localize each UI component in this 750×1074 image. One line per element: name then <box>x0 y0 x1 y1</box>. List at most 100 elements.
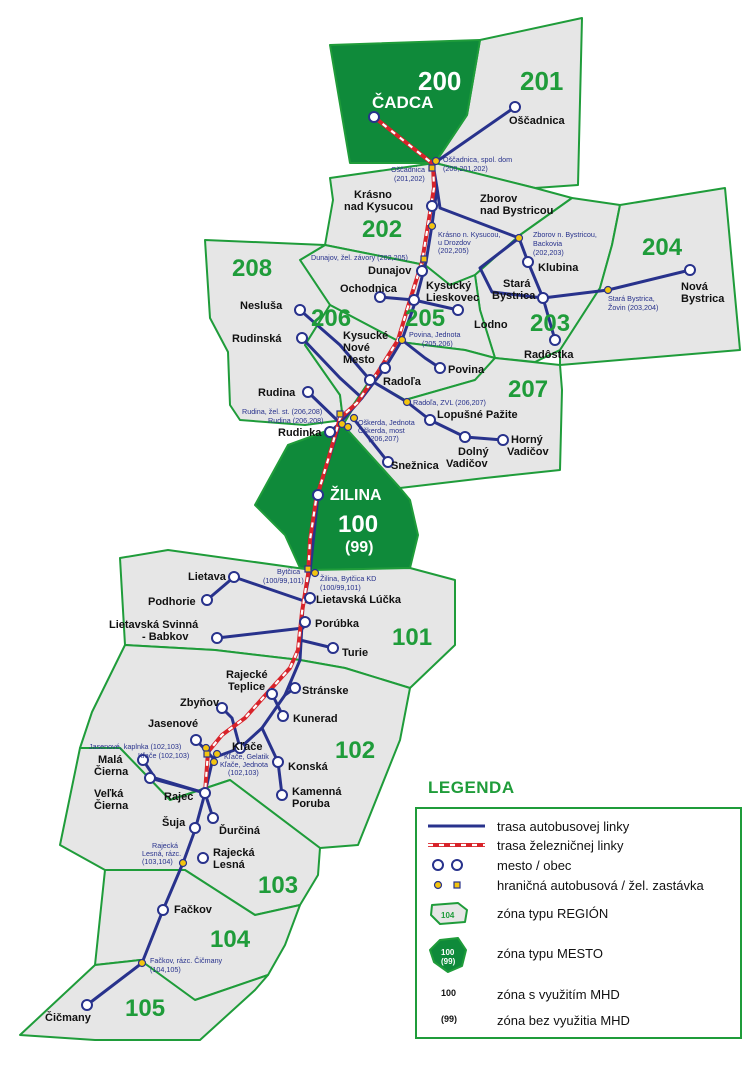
stop-povina-jednota <box>397 335 407 345</box>
legend-bus-label: trasa autobusovej linky <box>497 819 630 834</box>
zone-100-city: ŽILINA <box>330 485 382 504</box>
town-klace: Kľače <box>232 741 263 753</box>
legend-border-label: hraničná autobusová / žel. zastávka <box>497 878 704 893</box>
stop-zilina-bytcica <box>310 568 320 578</box>
town-horny-vadicov: Horný <box>511 434 544 446</box>
stop-rudina-zel-st <box>336 410 344 418</box>
town-zbynov-marker <box>216 702 228 714</box>
town-zborov: Zborov <box>480 193 518 205</box>
town-lietavska-svinna: Lietavská Svinná <box>109 619 199 631</box>
stop-label-bytcica-2: (100/99,101) <box>263 576 304 585</box>
town-lodno-marker <box>452 304 464 316</box>
zone-206-number: 206 <box>311 305 351 332</box>
town-ochodnica: Ochodnica <box>340 283 398 295</box>
rail-route-dashes <box>203 116 436 794</box>
stop-bytcica-rail <box>304 565 312 573</box>
town-stara-bystrica-marker <box>537 292 549 304</box>
stop-labels: Oščadnica, spol. dom (200,201,202) Oščad… <box>89 155 658 974</box>
town-klubina: Klubina <box>538 262 579 274</box>
town-podhorie-marker <box>201 594 213 606</box>
town-lietava-marker <box>228 571 240 583</box>
stop-label-oscadnica-dom-2: (200,201,202) <box>443 164 488 173</box>
town-dolny-vadicov: Dolný <box>458 446 489 458</box>
town-nova-bystrica-2: Bystrica <box>681 293 725 305</box>
town-jasenove-marker <box>190 734 202 746</box>
town-kysucky-lieskovec-2: Lieskovec <box>426 292 479 304</box>
zone-103-number: 103 <box>258 872 298 899</box>
stop-oscadnica-dom <box>431 156 441 166</box>
town-rajecke-teplice: Rajecké <box>226 669 268 681</box>
town-dolny-vadicov-2: Vadičov <box>446 458 488 470</box>
stop-label-rudina-short: Rudina (206,208) <box>268 416 324 425</box>
stop-label-klace-gelatik: Kľače, Gelatik <box>224 752 269 761</box>
town-dunajov-marker <box>416 265 428 277</box>
town-mala-cierna: Malá <box>98 754 123 766</box>
town-povina-marker <box>434 362 446 374</box>
town-cicmany: Čičmany <box>45 1011 92 1024</box>
legend-nomhd-label: zóna bez využitia MHD <box>497 1013 630 1028</box>
zone-105-number: 105 <box>125 995 165 1022</box>
legend-region-label: zóna typu REGIÓN <box>497 906 608 921</box>
town-ochodnica-marker <box>374 291 386 303</box>
bus-route-lietava <box>232 575 312 605</box>
town-porubka-marker <box>299 616 311 628</box>
stop-label-krasno-drozdov: Krásno n. Kysucou, <box>438 230 500 239</box>
stop-label-zborov-backovia-2: Backovia <box>533 239 562 248</box>
bus-route-sneznica <box>351 416 390 464</box>
town-povina: Povina <box>448 364 485 376</box>
stop-krasno-drozdov <box>427 221 437 231</box>
town-neslusa-marker <box>294 304 306 316</box>
town-suja: Šuja <box>162 816 186 829</box>
town-podhorie: Podhorie <box>148 596 196 608</box>
stop-dunajov-zavory <box>420 255 428 263</box>
town-jasenove: Jasenové <box>148 718 198 730</box>
town-radola-marker <box>364 374 376 386</box>
zone-105 <box>19 959 269 1041</box>
legend-city-sample-number: 100 <box>441 948 455 957</box>
stop-klace-jednota <box>209 757 219 767</box>
zone-201-number: 201 <box>520 66 563 96</box>
town-rudinka: Rudinka <box>278 427 322 439</box>
town-lietavska-svinna-2: - Babkov <box>142 631 189 643</box>
town-konska-marker <box>272 756 284 768</box>
stop-oscadnica-rail <box>428 164 436 172</box>
town-mala-cierna-2: Čierna <box>94 765 129 778</box>
town-zilina-marker <box>312 489 324 501</box>
stop-oskerda-jednota <box>349 413 359 423</box>
legend-city-sample <box>429 937 467 973</box>
stop-label-zborov-backovia-3: (202,203) <box>533 248 564 257</box>
zone-labels: 200 ČADCA 201 202 203 204 205 206 207 20… <box>125 66 683 1022</box>
zone-100-number: 100 <box>338 511 378 538</box>
town-kamenna-poruba-2: Poruba <box>292 798 331 810</box>
town-dunajov: Dunajov <box>368 265 412 277</box>
stop-label-rajecka-lesna-razc-2: Lesná, rázc. <box>142 849 181 858</box>
town-rajec-marker <box>199 787 211 799</box>
legend-town-sample-2 <box>451 859 463 871</box>
town-kunerad-marker <box>277 710 289 722</box>
town-krasno-2: nad Kysucou <box>344 201 413 213</box>
town-stara-bystrica-2: Bystrica <box>492 290 536 302</box>
town-radostka: Radôstka <box>524 349 574 361</box>
stop-label-klace: Kľače (102,103) <box>138 751 189 760</box>
zone-101-number: 101 <box>392 624 432 651</box>
zone-203-number: 203 <box>530 310 570 337</box>
bus-route-oscadnica <box>431 105 517 166</box>
stop-label-fackov-razc-2: (104,105) <box>150 965 181 974</box>
bus-route-svinna <box>215 626 305 640</box>
stop-label-stara-zovin: Stará Bystrica, <box>608 294 655 303</box>
zone-200-number: 200 <box>418 66 461 96</box>
town-kamenna-poruba-marker <box>276 789 288 801</box>
town-dolny-vadicov-marker <box>459 431 471 443</box>
town-rajecka-lesna-2: Lesná <box>213 859 246 871</box>
town-durcina-marker <box>207 812 219 824</box>
town-durcina: Ďurčiná <box>219 824 261 837</box>
zone-208-number: 208 <box>232 255 272 282</box>
stop-label-rajecka-lesna-razc-3: (103,104) <box>142 857 173 866</box>
stop-rajecka-lesna-razc <box>178 858 188 868</box>
stop-label-povina-jednota: Povina, Jednota <box>409 330 461 339</box>
stop-label-rudina-zel-st: Rudina, žel. st. (206,208) <box>242 407 322 416</box>
stop-oskerda-most <box>343 422 353 432</box>
bus-route-rudinska <box>300 336 364 400</box>
zone-100-sub: (99) <box>345 539 373 556</box>
